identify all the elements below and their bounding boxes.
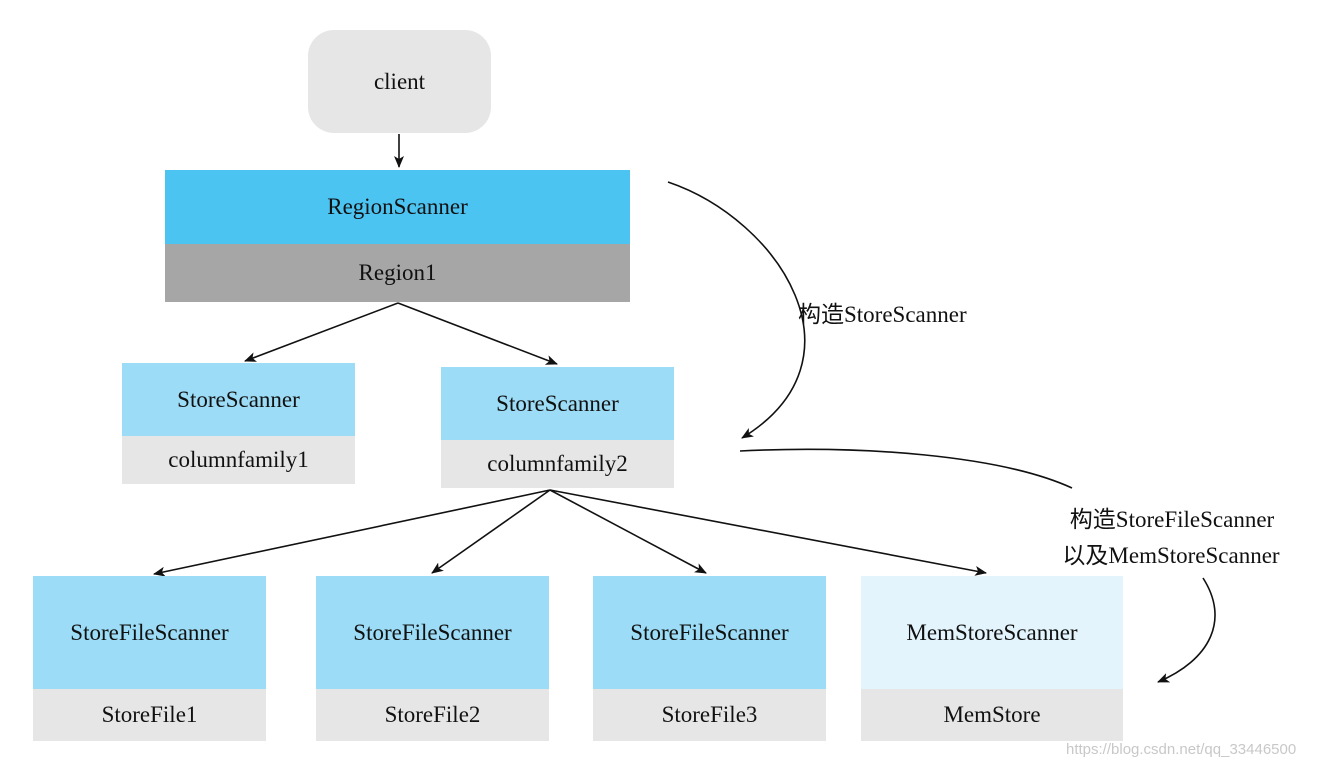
arrow-region-to-storescanner-1 [244,302,399,362]
construct-store-scanner-label: 构造StoreScanner [798,302,967,327]
arrow-cf2-to-storefilescanner-2 [431,489,551,574]
arrow-cf2-to-storefilescanner-1 [153,489,551,577]
store-file-1-node: StoreFile1 [33,689,266,741]
store-file-3-node: StoreFile3 [593,689,826,741]
construct-file-scanner-label-line1: 构造StoreFileScanner [1069,507,1275,532]
curved-arrow-construct-storescanner [667,181,806,439]
column-family-2-node: columnfamily2 [441,440,674,488]
store-file-2-node: StoreFile2 [316,689,549,741]
region-node: Region1 [165,244,630,302]
curved-arrow-construct-storefilescanner-bottom [1157,577,1216,683]
arrow-cf2-to-storefilescanner-3 [549,489,707,574]
column-family-1-node: columnfamily1 [122,436,355,484]
store-file-scanner-2-node: StoreFileScanner [316,576,549,689]
store-scanner-1-node: StoreScanner [122,363,355,436]
watermark: https://blog.csdn.net/qq_33446500 [1066,741,1297,758]
construct-file-scanner-label-line2: 以及MemStoreScanner [1062,543,1280,568]
store-scanner-2-node: StoreScanner [441,367,674,440]
client-node: client [308,30,491,133]
curved-arrow-construct-storefilescanner-top [739,448,1073,489]
mem-store-node: MemStore [861,689,1123,741]
region-scanner-node: RegionScanner [165,170,630,244]
arrow-cf2-to-memstorescanner [549,489,987,576]
arrow-region-to-storescanner-2 [397,302,558,365]
mem-store-scanner-node: MemStoreScanner [861,576,1123,689]
store-file-scanner-3-node: StoreFileScanner [593,576,826,689]
store-file-scanner-1-node: StoreFileScanner [33,576,266,689]
